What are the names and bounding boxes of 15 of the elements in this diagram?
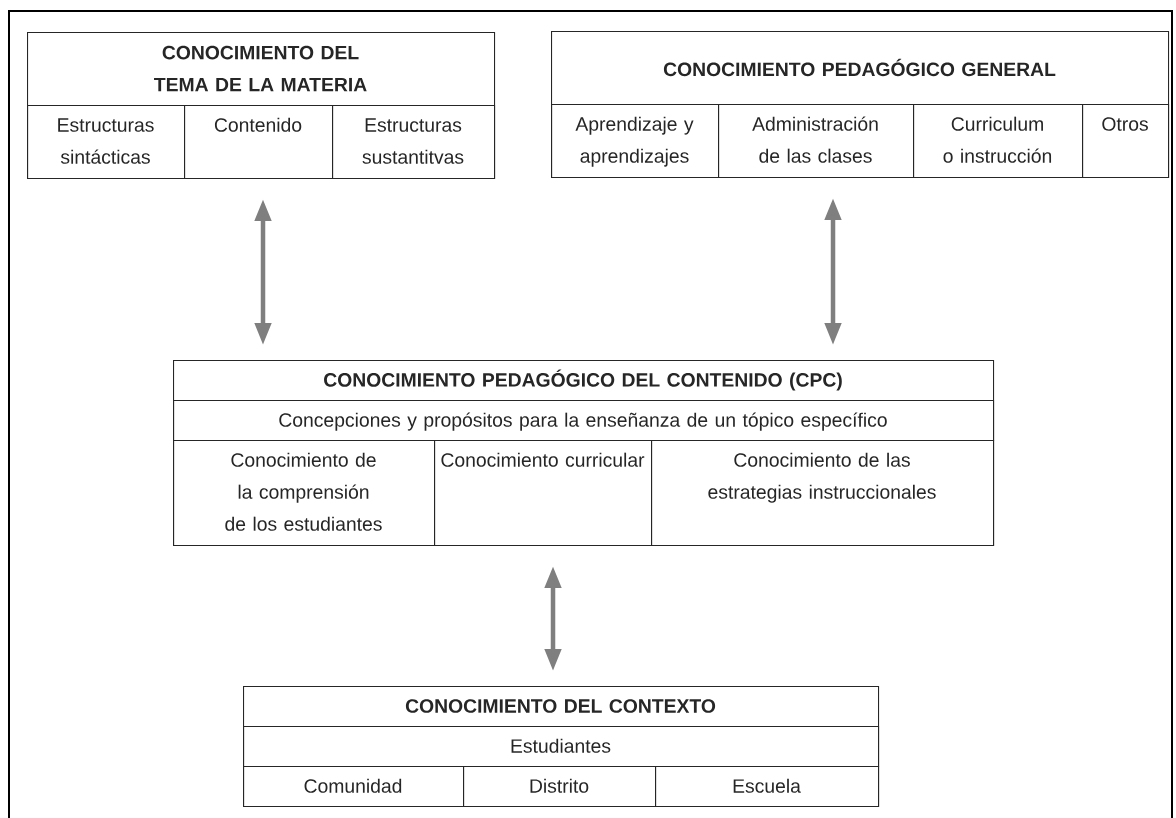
table-cell: Curriculum o instrucción: [913, 104, 1084, 179]
table-cell: Conocimiento de la comprensión de los estudiantes: [173, 440, 436, 547]
table-cell: Conocimiento curricular: [434, 440, 653, 547]
table-cell: Estructuras sustantitvas: [332, 105, 496, 180]
table-cell: Conocimiento de las estrategias instruccionales: [651, 440, 995, 547]
table-cell: Concepciones y propósitos para la enseñanza de un tópico específico: [173, 400, 995, 442]
table-cell: Comunidad: [243, 766, 465, 808]
table-cell: Escuela: [655, 766, 880, 808]
table-cell: Contenido: [184, 105, 334, 180]
table-cell: Otros: [1082, 104, 1170, 179]
table-cell: Distrito: [463, 766, 657, 808]
table-cell: Aprendizaje y aprendizajes: [551, 104, 720, 179]
table-cell: Estudiantes: [243, 726, 880, 768]
table-cell: Administración de las clases: [718, 104, 915, 179]
table-cell: Estructuras sintácticas: [27, 105, 186, 180]
